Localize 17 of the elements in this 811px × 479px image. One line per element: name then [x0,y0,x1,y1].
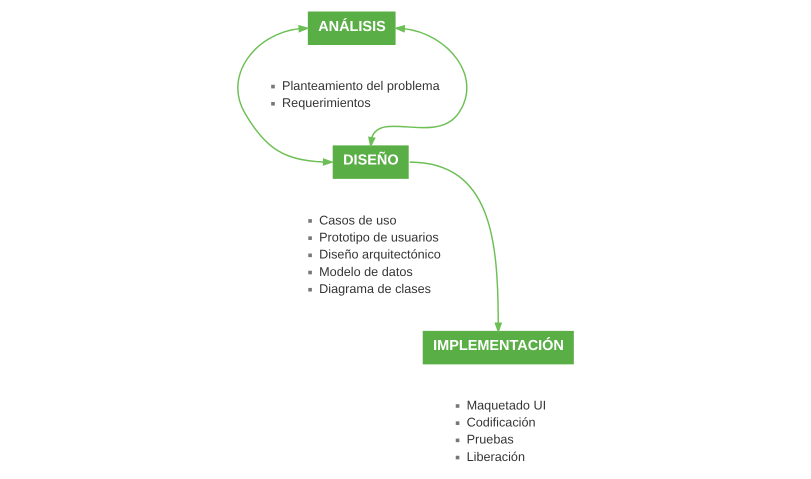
node-label: Diagrama de clases [319,282,431,296]
node-box: ANÁLISIS [308,12,396,45]
node-label: Pruebas [466,432,514,447]
node-label: Prototipo de usuarios [319,230,439,244]
node-label: Codificación [466,416,536,430]
node-label: Maquetado UI [466,398,546,412]
node-box: IMPLEMENTACIÓN [422,330,574,364]
node-label: Liberación [466,450,526,464]
arrow [368,24,468,148]
node-label: Modelo de datos [319,264,413,279]
node-label: Casos de uso [319,213,397,228]
node-label: Diseño arquitectónico [319,248,441,262]
arrow [410,161,502,334]
arrow [237,24,334,166]
node-box: DISEÑO [332,145,409,179]
node-label: Requerimientos [282,96,371,110]
node-label: Planteamiento del problema [282,78,440,93]
